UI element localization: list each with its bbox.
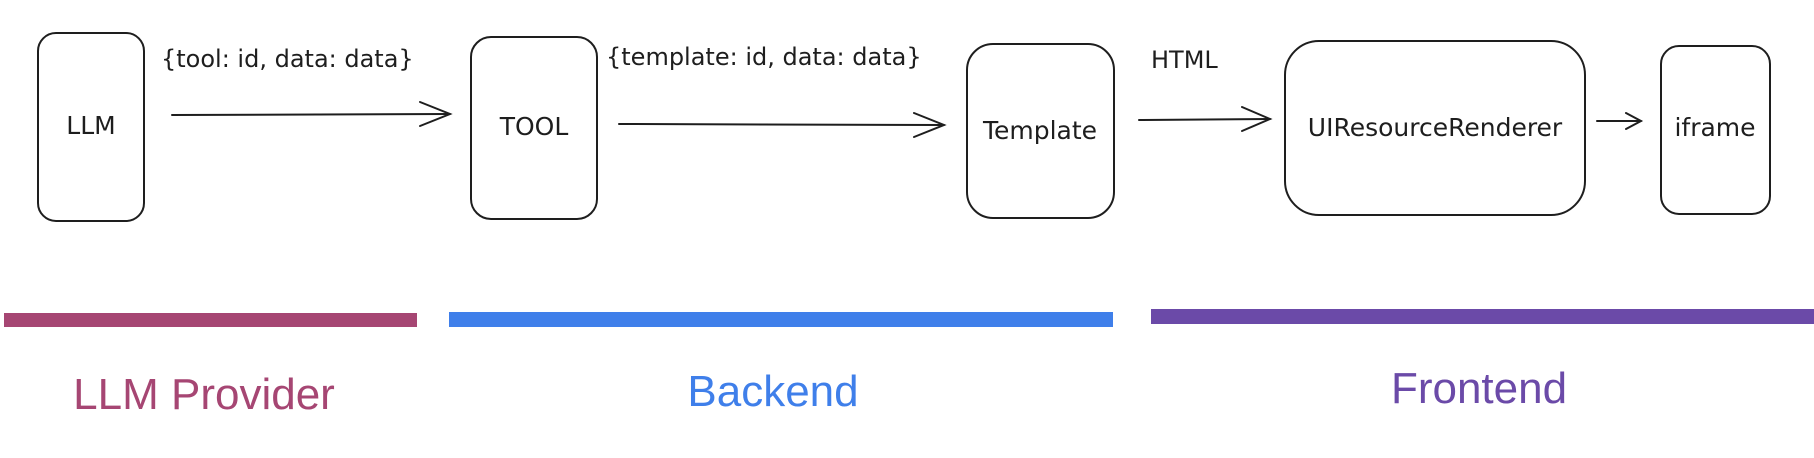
arrow-head: [1241, 106, 1273, 132]
edge-tool-to-template: {template: id, data: data}: [606, 43, 947, 138]
arrow-head: [1625, 112, 1644, 130]
iframe-label: iframe: [1674, 113, 1755, 142]
renderer-box: [1284, 40, 1586, 216]
llm-box: [37, 32, 145, 222]
provider-section-bar: [4, 313, 417, 327]
backend-section-bar: [449, 312, 1113, 327]
arrow-line: [171, 113, 451, 116]
arrow-line: [1138, 118, 1271, 121]
tool-box: [470, 36, 598, 220]
edge-label-llm-tool: {tool: id, data: data}: [161, 45, 414, 73]
iframe-box: [1660, 45, 1771, 215]
template-label: Template: [982, 116, 1097, 145]
tool-node: TOOL: [470, 36, 598, 220]
template-node: Template: [966, 43, 1115, 219]
frontend-section-label: Frontend: [1391, 364, 1567, 413]
arrow-head: [419, 101, 453, 127]
renderer-label: UIResourceRenderer: [1308, 113, 1563, 142]
provider-section-label: LLM Provider: [73, 370, 335, 419]
arrow-head: [913, 112, 947, 138]
edge-template-to-renderer: HTML: [1138, 46, 1273, 132]
edge-llm-to-tool: {tool: id, data: data}: [161, 45, 453, 127]
frontend-section-bar: [1151, 309, 1814, 324]
tool-label: TOOL: [499, 112, 569, 141]
edge-renderer-to-iframe: [1596, 112, 1644, 130]
backend-section-label: Backend: [687, 367, 858, 416]
edge-label-template-renderer: HTML: [1151, 46, 1218, 74]
llm-node: LLM: [37, 32, 145, 222]
iframe-node: iframe: [1660, 45, 1771, 215]
template-box: [966, 43, 1115, 219]
llm-label: LLM: [66, 111, 115, 140]
edge-label-tool-template: {template: id, data: data}: [606, 43, 922, 71]
arrow-line: [618, 123, 945, 126]
renderer-node: UIResourceRenderer: [1284, 40, 1586, 216]
